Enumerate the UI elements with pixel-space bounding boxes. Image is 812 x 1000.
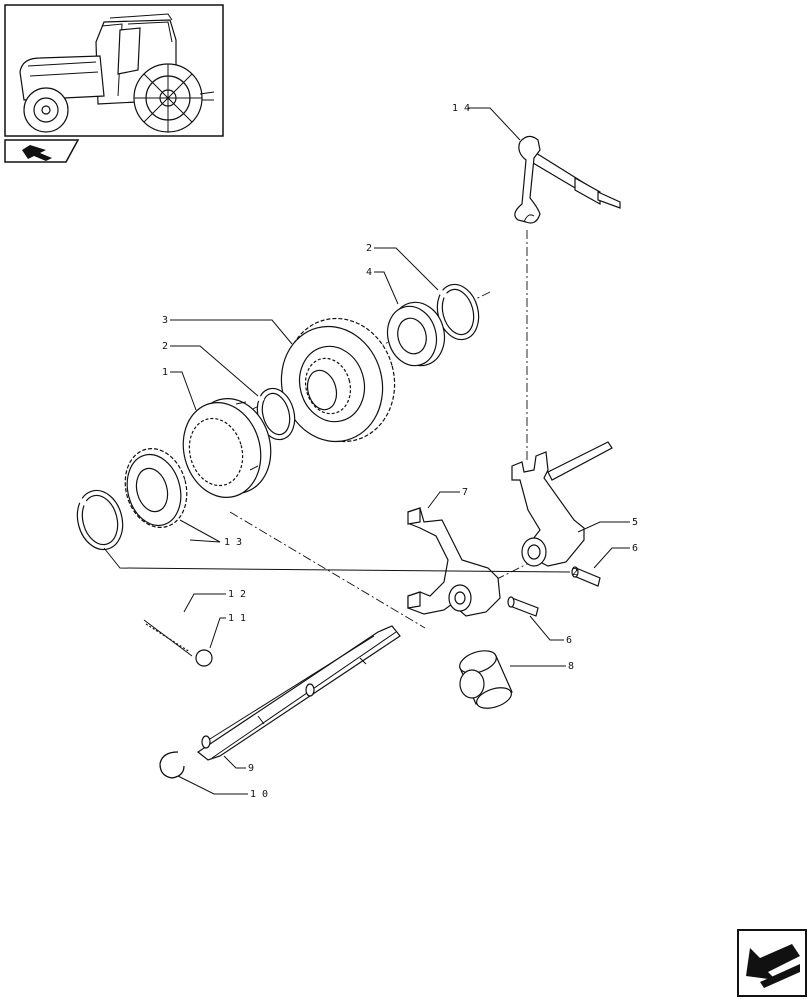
part-5-shift-fork xyxy=(511,441,613,567)
tractor-thumbnail[interactable] xyxy=(4,4,224,137)
previous-page-button[interactable] xyxy=(737,929,807,997)
callout-2-upper: 2 xyxy=(366,243,372,254)
callout-5: 5 xyxy=(632,517,638,528)
part-2-snap-ring-lower xyxy=(76,489,124,551)
part-9-shift-rod xyxy=(196,625,401,761)
callout-7: 7 xyxy=(462,487,468,498)
callout-labels: 1 4 2 4 3 2 1 7 5 6 1 3 2 1 2 1 1 6 8 9 … xyxy=(162,103,638,800)
part-6-pin-upper xyxy=(571,566,601,587)
part-3-gear xyxy=(280,317,396,443)
part-12-spring xyxy=(143,619,193,657)
callout-9: 9 xyxy=(248,763,254,774)
part-13-splined-hub xyxy=(124,447,188,529)
part-8-bushing xyxy=(459,650,513,709)
callout-2-middle: 2 xyxy=(162,341,168,352)
part-2-snap-ring-upper xyxy=(436,283,480,341)
callout-10: 1 0 xyxy=(250,789,268,800)
nav-tab[interactable] xyxy=(4,139,80,163)
callout-6-upper: 6 xyxy=(632,543,638,554)
part-10-circlip xyxy=(159,751,185,779)
part-4-thrust-washer xyxy=(386,301,446,367)
callout-12: 1 2 xyxy=(228,589,246,600)
part-14-shift-lever xyxy=(514,135,621,224)
callout-2-lower: 2 xyxy=(572,567,578,578)
arrow-left-icon xyxy=(746,944,800,988)
part-7-shift-fork xyxy=(407,507,501,617)
callout-11: 1 1 xyxy=(228,613,246,624)
callout-4: 4 xyxy=(366,267,372,278)
part-1-sync-sleeve xyxy=(182,398,272,498)
leader-lines xyxy=(103,107,630,795)
callout-3: 3 xyxy=(162,315,168,326)
callout-13: 1 3 xyxy=(224,537,242,548)
tractor-icon xyxy=(19,13,215,133)
callout-6-lower: 6 xyxy=(566,635,572,646)
callout-1: 1 xyxy=(162,367,168,378)
part-6-pin-lower xyxy=(507,596,539,617)
arrow-left-icon xyxy=(22,145,52,161)
part-11-ball xyxy=(195,649,213,667)
callout-14: 1 4 xyxy=(452,103,470,114)
part-2-snap-ring-middle xyxy=(254,387,296,441)
callout-8: 8 xyxy=(568,661,574,672)
